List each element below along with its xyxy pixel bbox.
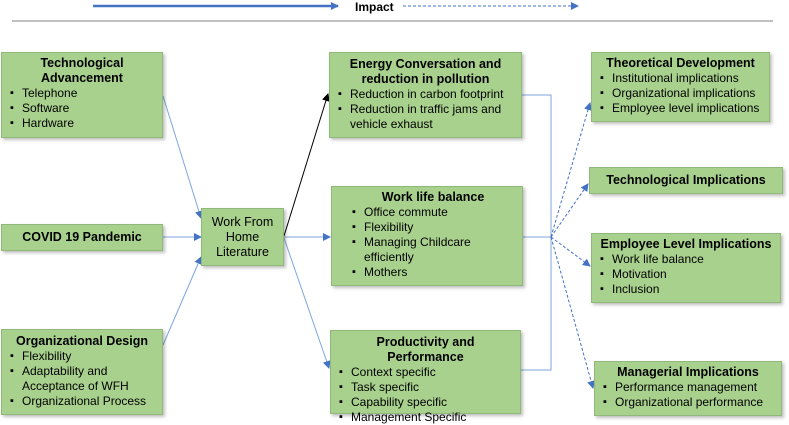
dashed-to-employee (550, 236, 591, 267)
box-theoretical-development: Theoretical Development Institutional im… (591, 52, 770, 122)
center-label: Work From Home Literature (211, 214, 274, 259)
bracket-productivity (521, 237, 552, 371)
list-item: Organizational implications (598, 86, 763, 101)
list-item: Adaptability and Acceptance of WFH (8, 364, 156, 394)
list-item: Office commute (350, 205, 516, 220)
box-managerial-implications: Managerial Implications Performance mana… (594, 361, 782, 416)
arrow-wfh-to-productivity (283, 237, 331, 369)
list-item: Capability specific (337, 395, 514, 410)
box-title: COVID 19 Pandemic (22, 230, 142, 244)
bracket-energy (522, 94, 552, 237)
box-covid-19-pandemic: COVID 19 Pandemic (1, 224, 163, 251)
list-item: Motivation (598, 267, 774, 282)
list-item: Flexibility (350, 220, 516, 235)
list-item: Employee level implications (598, 101, 763, 116)
list-item: Mothers (350, 265, 516, 280)
box-title: Organizational Design (16, 334, 148, 348)
box-organizational-design: Organizational Design Flexibility Adapta… (1, 329, 163, 415)
list-item: Task specific (337, 380, 514, 395)
list-item: Performance management (601, 380, 775, 395)
box-title: Managerial Implications (617, 365, 759, 379)
box-work-from-home-literature: Work From Home Literature (201, 208, 284, 266)
list-item: Organizational Process (8, 394, 156, 409)
list-item: Software (8, 101, 156, 116)
list-item: Hardware (8, 116, 156, 131)
list-item: Context specific (337, 365, 514, 380)
box-title: Work life balance (381, 190, 485, 204)
dashed-to-technological (550, 183, 589, 238)
list-item: Institutional implications (598, 71, 763, 86)
box-work-life-balance: Work life balance Office commute Flexibi… (331, 186, 523, 286)
box-energy-conversation: Energy Conversation and reduction in pol… (329, 52, 522, 138)
box-title: Employee Level Implications (600, 237, 772, 251)
list-item: Work life balance (598, 252, 774, 267)
box-title: Technological Advancement (40, 56, 124, 85)
dashed-to-theoretical (550, 102, 592, 238)
legend-impact-label: Impact (355, 0, 394, 14)
list-item: Inclusion (598, 282, 774, 297)
list-item: Organizational performance (601, 395, 775, 410)
box-title: Productivity and Performance (376, 335, 475, 364)
box-title: Technological Implications (606, 173, 766, 187)
box-title: Theoretical Development (606, 56, 755, 70)
list-item: Reduction in traffic jams and vehicle ex… (336, 102, 515, 132)
arrow-org-to-wfh (162, 256, 202, 346)
box-employee-level-implications: Employee Level Implications Work life ba… (591, 233, 781, 303)
list-item: Management Specific (337, 410, 514, 425)
list-item: Telephone (8, 86, 156, 101)
arrow-wfh-to-energy (283, 93, 330, 237)
box-technological-implications: Technological Implications (589, 167, 783, 194)
box-technological-advancement: Technological Advancement Telephone Soft… (1, 52, 163, 138)
list-item: Flexibility (8, 349, 156, 364)
arrow-tech-to-wfh (162, 95, 203, 219)
box-title: Energy Conversation and reduction in pol… (349, 57, 502, 86)
dashed-to-managerial (550, 236, 595, 389)
list-item: Managing Childcare efficiently (350, 235, 516, 265)
list-item: Reduction in carbon footprint (336, 87, 515, 102)
box-productivity-and-performance: Productivity and Performance Context spe… (330, 330, 521, 425)
